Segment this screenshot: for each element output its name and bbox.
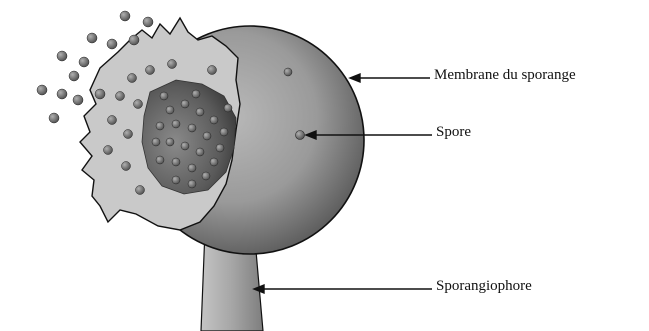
pointer-membrane-arrowhead xyxy=(350,74,360,82)
globe-spore-pointed xyxy=(296,131,305,140)
label-membrane-du-sporange: Membrane du sporange xyxy=(434,68,576,83)
globe-spore-upper xyxy=(284,68,292,76)
label-sporangiophore: Sporangiophore xyxy=(436,279,532,294)
label-spore: Spore xyxy=(436,125,471,140)
